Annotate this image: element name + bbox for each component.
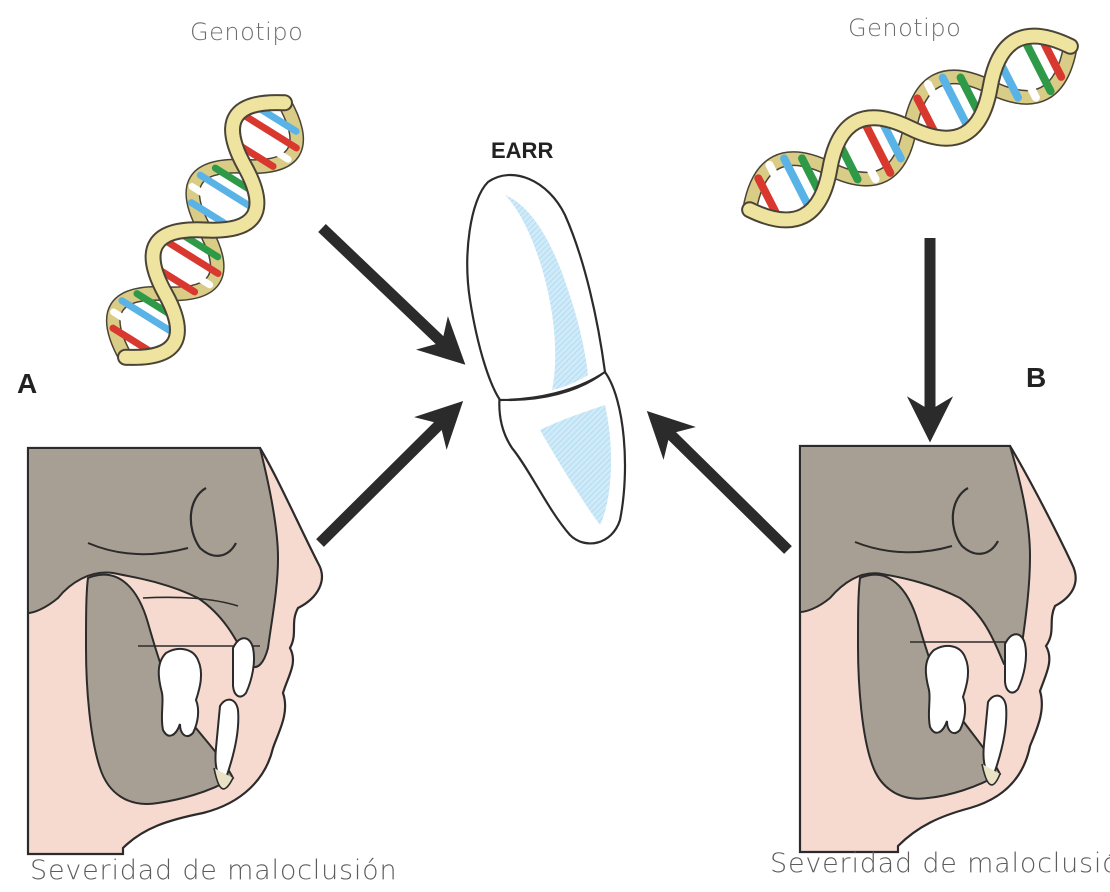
genotype-label-b: Genotipo xyxy=(848,14,961,42)
earr-label: EARR xyxy=(491,138,553,164)
face-profile-a xyxy=(28,448,322,854)
dna-helix-b xyxy=(736,19,1085,238)
severity-label-a: Severidad de maloclusión xyxy=(30,855,397,886)
face-profile-b xyxy=(800,446,1076,852)
dna-helix-a xyxy=(97,85,314,375)
panel-label-b: B xyxy=(1026,362,1046,394)
tooth-root-resorption-icon xyxy=(467,175,625,543)
arrow-severity-b-to-tooth xyxy=(660,424,788,550)
severity-label-b: Severidad de maloclusión xyxy=(770,848,1110,879)
arrow-genotype-a-to-tooth xyxy=(322,228,452,352)
arrow-severity-a-to-tooth xyxy=(320,414,450,543)
panel-label-a: A xyxy=(17,368,37,400)
genotype-label-a: Genotipo xyxy=(190,18,303,46)
